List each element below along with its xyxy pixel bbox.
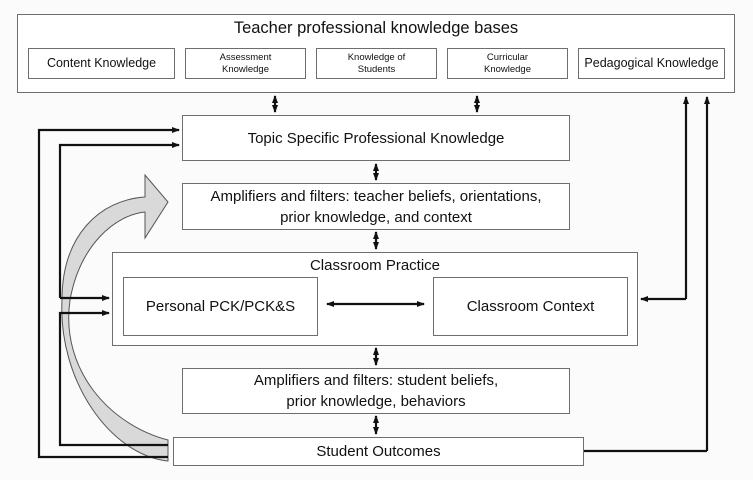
pedagogical-knowledge-box: Pedagogical Knowledge bbox=[578, 48, 725, 79]
curricular-knowledge-box: Curricular Knowledge bbox=[447, 48, 568, 79]
knowledge-of-students-label: Knowledge of Students bbox=[347, 51, 406, 75]
classroom-practice-title: Classroom Practice bbox=[309, 257, 441, 274]
student-filters-box: Amplifiers and filters: student beliefs,… bbox=[182, 368, 570, 414]
assessment-knowledge-label: Assessment Knowledge bbox=[219, 51, 272, 75]
teacher-filters-box: Amplifiers and filters: teacher beliefs,… bbox=[182, 183, 570, 230]
classroom-context-label: Classroom Context bbox=[466, 298, 595, 315]
student-filters-line2: prior knowledge, behaviors bbox=[286, 393, 466, 410]
curricular-knowledge-label: Curricular Knowledge bbox=[483, 51, 531, 75]
classroom-context-box: Classroom Context bbox=[433, 277, 628, 336]
student-outcomes-box: Student Outcomes bbox=[173, 437, 584, 466]
knowledge-of-students-box: Knowledge of Students bbox=[316, 48, 437, 79]
assessment-knowledge-box: Assessment Knowledge bbox=[185, 48, 306, 79]
teacher-filters-line2: prior knowledge, and context bbox=[280, 208, 472, 226]
topic-specific-knowledge-box: Topic Specific Professional Knowledge bbox=[182, 115, 570, 161]
knowledge-bases-title: Teacher professional knowledge bases bbox=[233, 19, 519, 37]
student-outcomes-label: Student Outcomes bbox=[316, 443, 441, 460]
topic-specific-knowledge-label: Topic Specific Professional Knowledge bbox=[247, 129, 505, 147]
teacher-filters-line1: Amplifiers and filters: teacher beliefs,… bbox=[210, 187, 542, 205]
student-filters-line1: Amplifiers and filters: student beliefs, bbox=[253, 372, 499, 389]
content-knowledge-box: Content Knowledge bbox=[28, 48, 175, 79]
personal-pck-box: Personal PCK/PCK&S bbox=[123, 277, 318, 336]
content-knowledge-label: Content Knowledge bbox=[46, 56, 157, 70]
personal-pck-label: Personal PCK/PCK&S bbox=[145, 298, 296, 315]
pedagogical-knowledge-label: Pedagogical Knowledge bbox=[584, 56, 719, 70]
